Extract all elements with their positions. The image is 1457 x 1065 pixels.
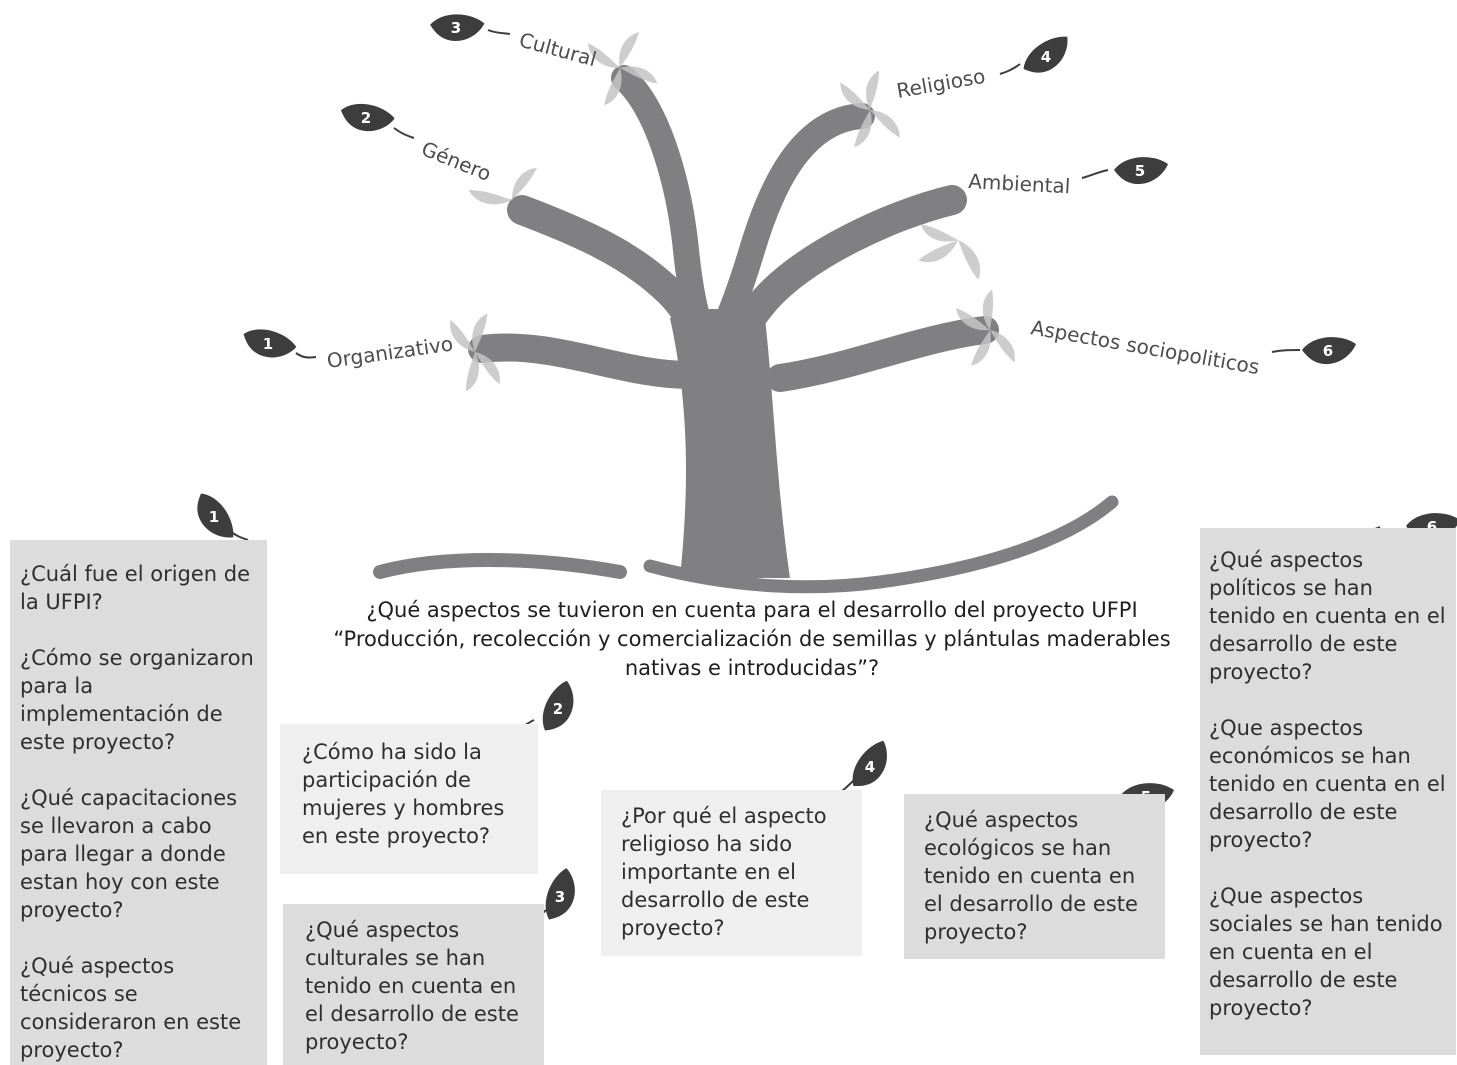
box-2-leaf-icon: 2	[533, 677, 585, 738]
question-box-4: ¿Por qué el aspecto religioso ha sido im…	[601, 790, 862, 956]
label-organizativo: Organizativo	[325, 332, 454, 373]
petal-cluster-ambiental	[918, 218, 991, 280]
box-4-question: ¿Por qué el aspecto religioso ha sido im…	[621, 804, 827, 940]
label-genero: Género	[418, 136, 495, 186]
central-question-line-3: nativas e introducidas”?	[624, 656, 880, 680]
svg-text:6: 6	[1323, 342, 1333, 360]
question-box-6: ¿Qué aspectos políticos se han tenido en…	[1200, 528, 1456, 1055]
central-question-line-1: ¿Qué aspectos se tuvieron en cuenta para…	[366, 598, 1138, 622]
leaf-2-icon: 2	[337, 97, 397, 138]
box-6-leaf-icon: 6	[1406, 513, 1457, 541]
box-4-leaf-icon: 4	[843, 736, 899, 795]
tree-root-right	[643, 495, 1119, 594]
svg-text:1: 1	[263, 335, 273, 353]
box-1-leaf-icon: 1	[188, 487, 240, 548]
tree-trunk	[670, 309, 790, 578]
question-box-2: ¿Cómo ha sido la participación de mujere…	[280, 724, 538, 874]
svg-text:5: 5	[1135, 162, 1145, 180]
label-cultural: Cultural	[517, 28, 599, 72]
box-2-question: ¿Cómo ha sido la participación de mujere…	[302, 740, 505, 848]
box-1-question: ¿Cómo se organizaron para la implementac…	[20, 646, 254, 754]
question-box-1: ¿Cuál fue el origen de la UFPI? ¿Cómo se…	[10, 540, 267, 1065]
box-3-question: ¿Qué aspectos culturales se han tenido e…	[305, 918, 519, 1054]
branch-labels: Organizativo Género Cultural Religioso A…	[325, 28, 1261, 379]
branch-genero	[507, 195, 710, 345]
box-6-question: ¿Que aspectos sociales se han tenido en …	[1209, 884, 1443, 1020]
svg-text:4: 4	[1041, 48, 1051, 66]
branch-organizativo	[468, 333, 704, 389]
branch-religioso	[712, 103, 875, 338]
svg-text:2: 2	[553, 700, 563, 718]
box-1-question: ¿Qué aspectos técnicos se consideraron e…	[20, 954, 242, 1062]
branch-cultural	[611, 65, 713, 338]
question-box-5: ¿Qué aspectos ecológicos se han tenido e…	[904, 794, 1165, 959]
leaf-1-icon: 1	[238, 322, 299, 366]
box-5-question: ¿Qué aspectos ecológicos se han tenido e…	[924, 808, 1138, 944]
leaf-5-icon: 5	[1114, 157, 1168, 185]
box-6-question: ¿Qué aspectos políticos se han tenido en…	[1209, 548, 1446, 684]
leaf-3-icon: 3	[428, 11, 486, 44]
number-leaves: 1 2 3 4 5 6	[238, 11, 1356, 366]
svg-text:1: 1	[209, 508, 219, 526]
label-ambiental: Ambiental	[968, 169, 1071, 198]
branch-sociopoliticos	[766, 316, 999, 392]
tree-root-left	[373, 553, 627, 579]
central-question-line-2: “Producción, recolección y comercializac…	[333, 627, 1171, 651]
label-sociopoliticos: Aspectos sociopoliticos	[1029, 315, 1261, 379]
box-1-question: ¿Qué capacitaciones se llevaron a cabo p…	[20, 786, 238, 922]
leaf-4-icon: 4	[1017, 30, 1078, 82]
box-6-question: ¿Que aspectos económicos se han tenido e…	[1209, 716, 1446, 852]
leaf-6-icon: 6	[1302, 337, 1356, 365]
svg-text:2: 2	[361, 109, 371, 127]
leaf-connectors	[295, 29, 1301, 359]
question-box-3: ¿Qué aspectos culturales se han tenido e…	[283, 904, 544, 1065]
box-3-leaf-icon: 3	[537, 865, 585, 926]
central-question: ¿Qué aspectos se tuvieron en cuenta para…	[300, 596, 1204, 683]
svg-text:6: 6	[1427, 518, 1437, 536]
svg-text:3: 3	[555, 888, 565, 906]
label-religioso: Religioso	[895, 64, 987, 103]
svg-text:4: 4	[865, 758, 875, 776]
box-1-question: ¿Cuál fue el origen de la UFPI?	[20, 562, 251, 614]
tree	[373, 65, 1119, 594]
svg-text:3: 3	[451, 19, 461, 37]
